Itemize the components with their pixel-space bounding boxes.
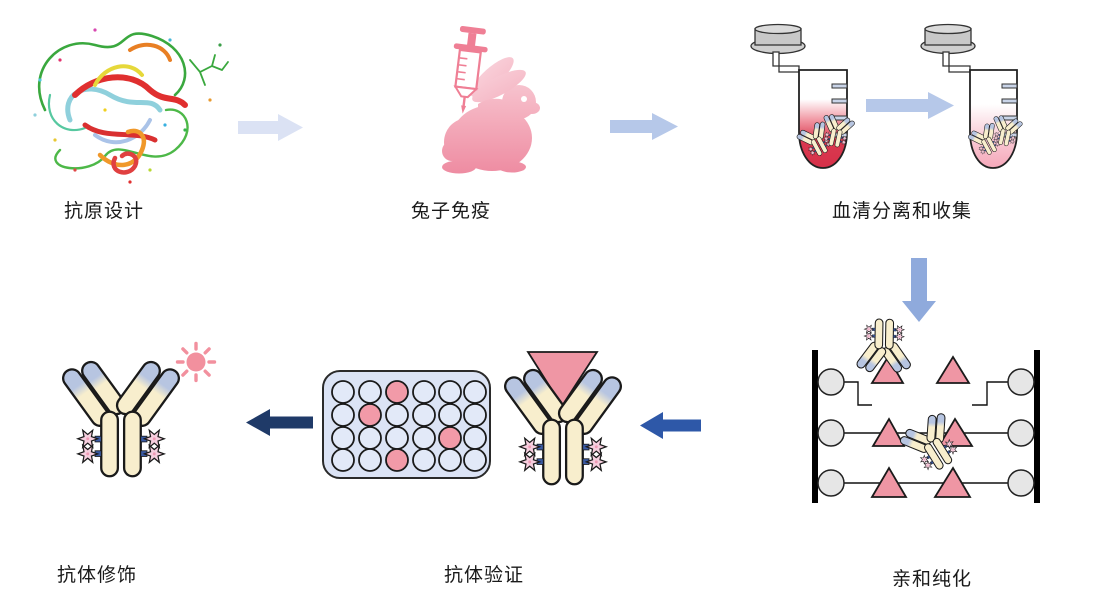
antibody-antigen-binding-icon	[502, 351, 625, 484]
flow-arrow-5-left	[640, 412, 701, 439]
serum-tubes-icon	[750, 23, 1024, 169]
step-label-affinity-purification: 亲和纯化	[891, 568, 973, 590]
flow-arrow-3-right	[866, 92, 954, 119]
affinity-column-icon	[812, 319, 1040, 503]
flow-arrow-4-down	[902, 258, 936, 322]
syringe-icon	[453, 26, 488, 114]
step-label-rabbit-immunization: 兔子免疫	[410, 200, 492, 222]
step-label-antibody-modification: 抗体修饰	[56, 564, 138, 586]
blood-tube	[750, 23, 857, 169]
rabbit-eye	[521, 96, 527, 102]
rabbit-syringe-icon	[442, 26, 540, 174]
step-label-antibody-validation: 抗体验证	[443, 564, 525, 586]
microplate-icon	[322, 370, 491, 479]
protein-structure-icon	[33, 28, 229, 184]
serum-tube	[920, 23, 1024, 169]
fluorophore-icon	[175, 341, 217, 383]
flow-arrow-1-right	[238, 114, 303, 141]
labeled-antibody-icon	[60, 341, 217, 477]
step-label-antigen-design: 抗原设计	[63, 200, 145, 222]
rabbit-silhouette	[442, 57, 540, 174]
microplate-antibody-icon	[322, 351, 625, 484]
step-label-serum-collection: 血清分离和收集	[831, 200, 973, 222]
flow-arrow-6-left	[246, 409, 313, 436]
flow-arrow-2-right	[610, 113, 678, 140]
